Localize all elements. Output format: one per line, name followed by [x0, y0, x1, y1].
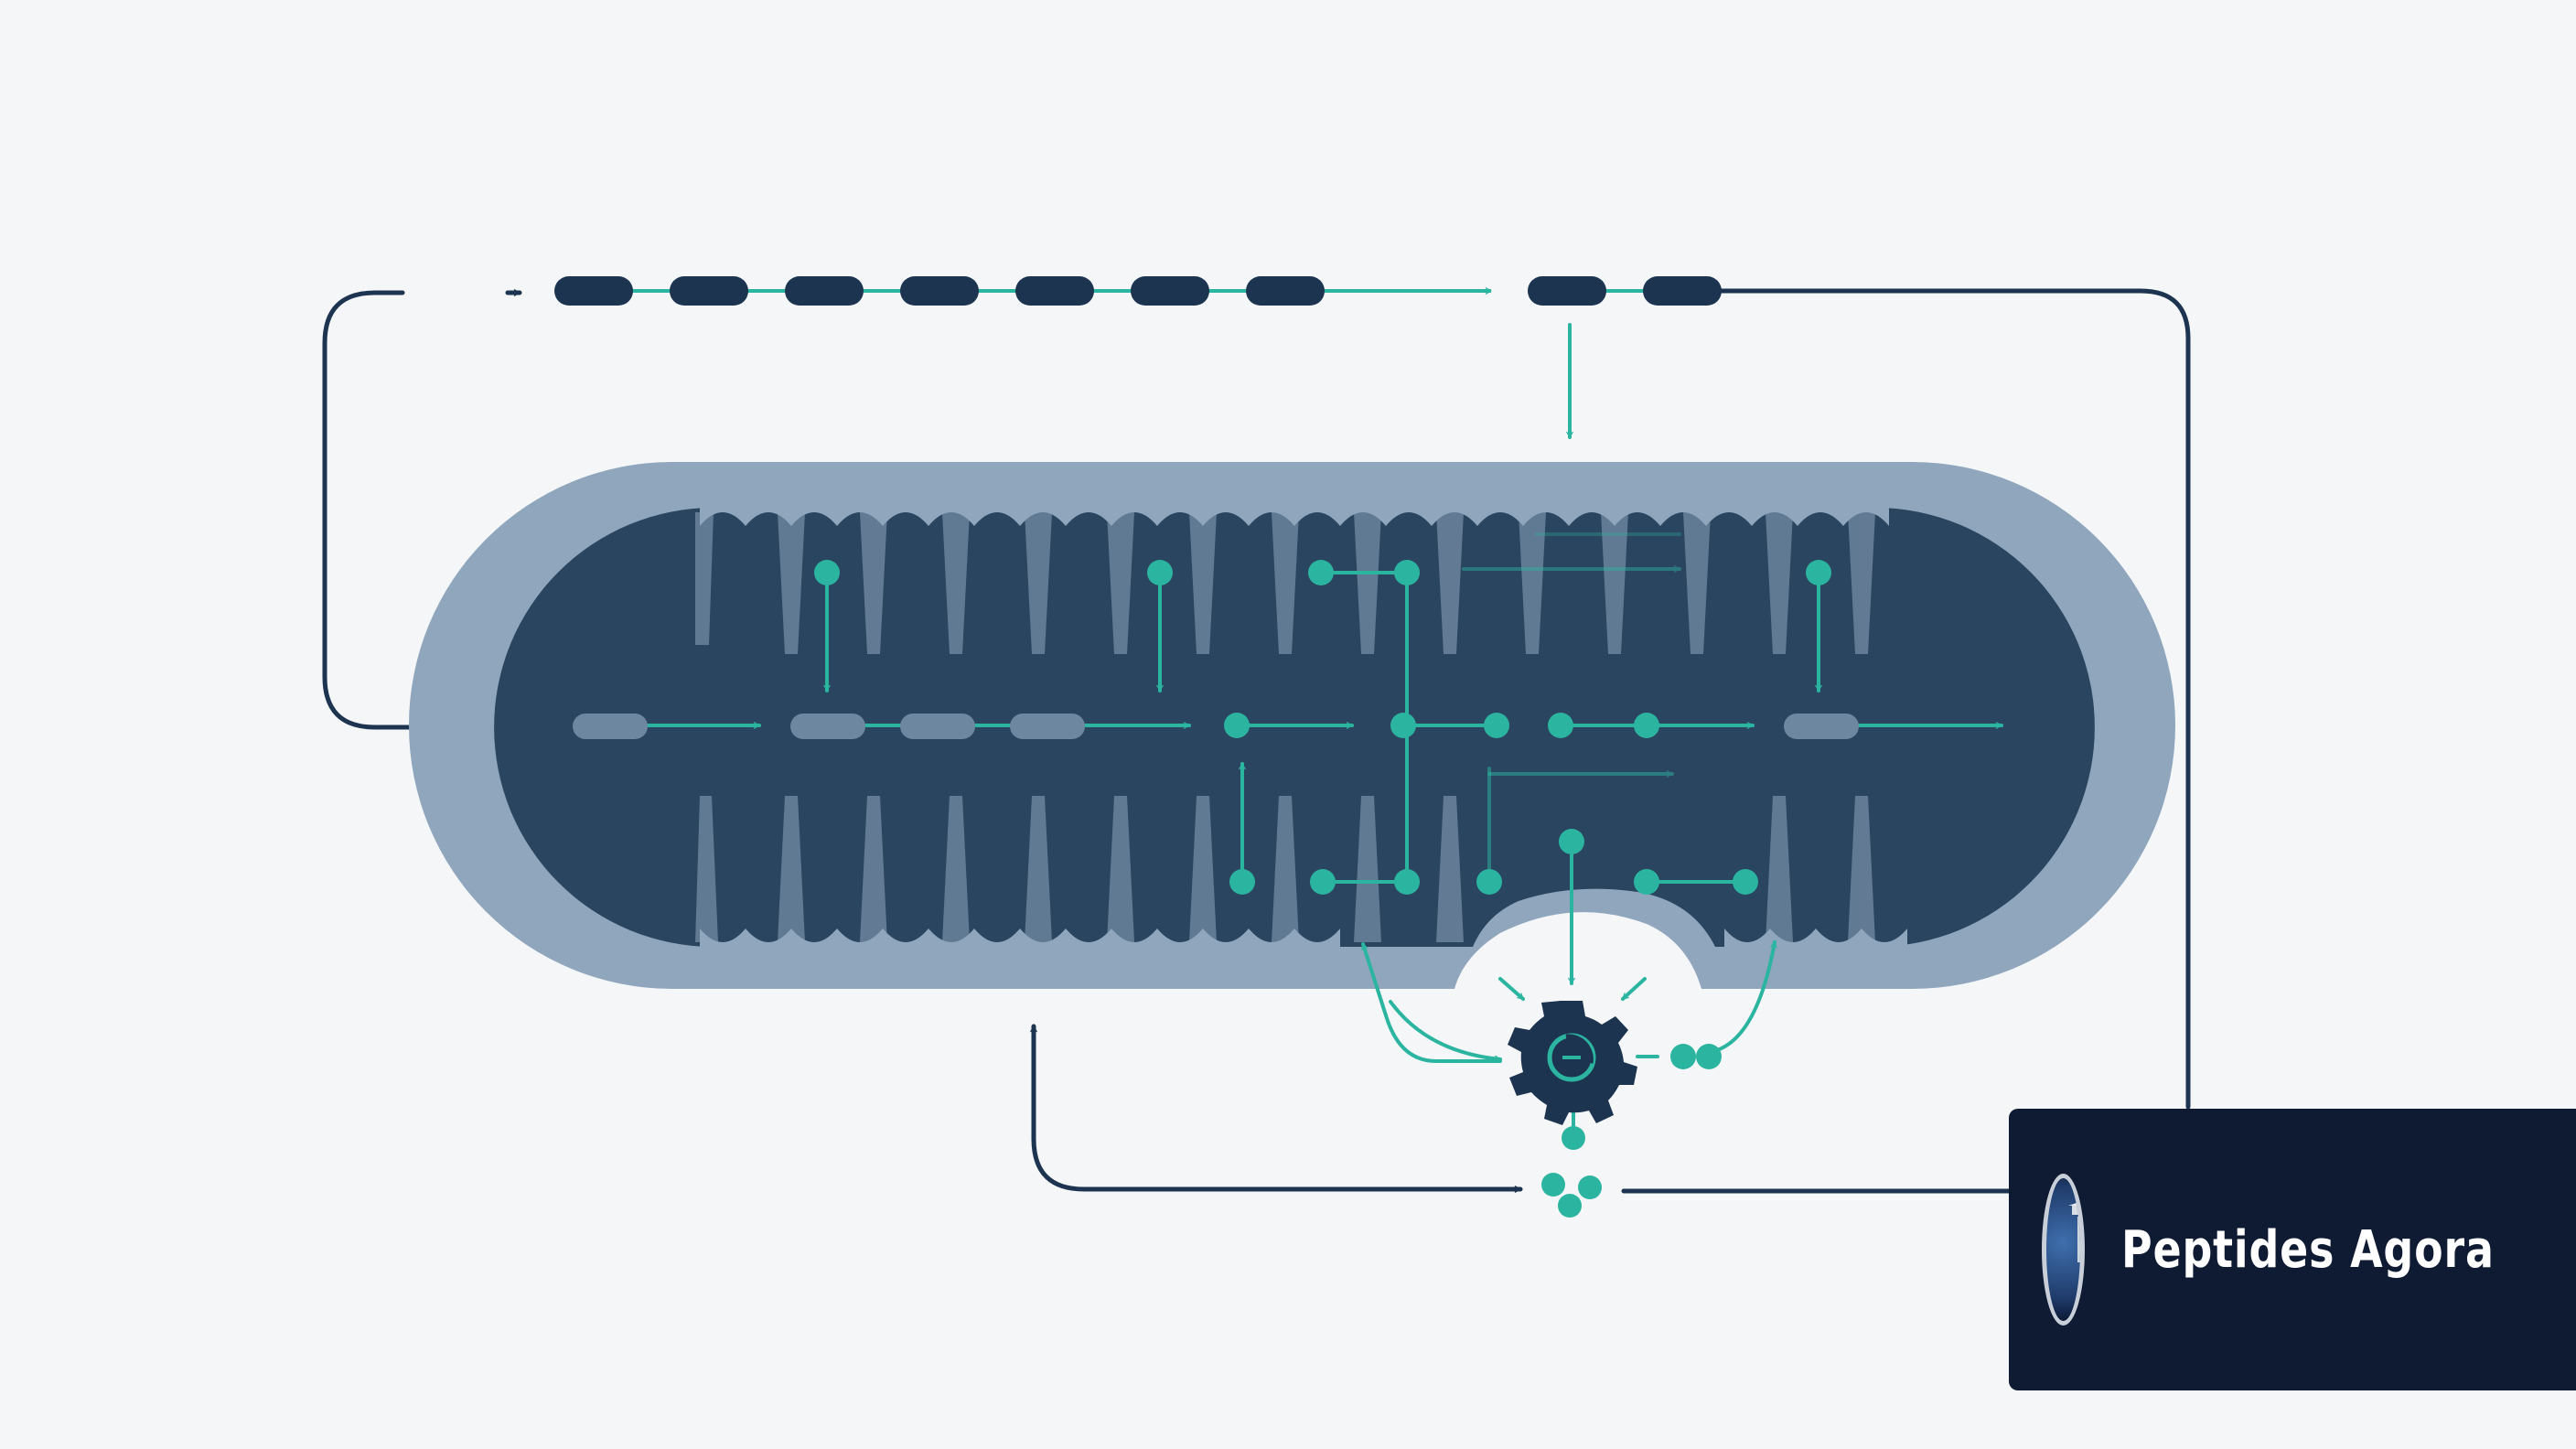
upper-cristae: [695, 512, 1875, 654]
chain-segment: [900, 714, 975, 739]
matrix-chain-segments: [573, 714, 1859, 739]
amino-acid: [1806, 560, 1831, 585]
left-loop-top-arrow: [322, 290, 465, 730]
amino-acid: [1394, 869, 1420, 895]
top-peptide-chain: [554, 276, 1722, 439]
amino-acid: [1308, 560, 1334, 585]
amino-acid: [1578, 1175, 1602, 1199]
amino-acid: [1229, 869, 1255, 895]
chain-segment: [573, 714, 648, 739]
amino-acid: [1541, 1173, 1565, 1197]
bottom-left-return: [1030, 1024, 1512, 1192]
agora-logo-icon: [2042, 1174, 2085, 1326]
chain-segment: [1528, 276, 1606, 306]
released-fragments: [1541, 1044, 1722, 1218]
membrane-scallops-bottom: [700, 928, 1907, 947]
amino-acid: [1559, 829, 1584, 854]
amino-acid: [1634, 713, 1659, 738]
chain-segment: [670, 276, 748, 306]
membrane-scallops-top: [700, 508, 1889, 526]
amino-acid: [1696, 1044, 1722, 1069]
amino-acid: [1147, 560, 1173, 585]
chain-segment: [1131, 276, 1209, 306]
amino-acid: [1562, 1126, 1585, 1150]
chain-segment: [900, 276, 979, 306]
chain-segment: [1246, 276, 1325, 306]
amino-acid: [814, 560, 840, 585]
amino-acid: [1548, 713, 1573, 738]
amino-acid: [1634, 869, 1659, 895]
amino-acid: [1733, 869, 1758, 895]
chain-segment: [554, 276, 633, 306]
brand-name: Peptides Agora: [2120, 1219, 2495, 1280]
amino-acid: [1476, 869, 1502, 895]
amino-acid: [1558, 1194, 1582, 1218]
chain-segment: [1015, 276, 1094, 306]
gear-icon: [1508, 1001, 1637, 1125]
gear-flows: [1361, 940, 1777, 1127]
brand-banner: Peptides Agora: [2009, 1109, 2576, 1390]
right-loop-line: [1717, 288, 2191, 1110]
amino-acid: [1310, 869, 1336, 895]
logo-figure: [2068, 1201, 2080, 1262]
amino-acid: [1484, 713, 1509, 738]
chain-segment: [1784, 714, 1859, 739]
chain-segment: [790, 714, 865, 739]
amino-acid: [1670, 1044, 1696, 1069]
amino-acid: [1224, 713, 1250, 738]
amino-acid-nodes: [814, 560, 1831, 895]
amino-acid: [1390, 713, 1416, 738]
amino-acid: [1394, 560, 1420, 585]
lower-cristae: [695, 796, 1875, 942]
chain-segment: [785, 276, 864, 306]
outer-cycle-lines: [322, 288, 2191, 1194]
inner-membrane-folds: [695, 512, 1875, 942]
chain-segment: [1643, 276, 1722, 306]
chain-segment: [1010, 714, 1085, 739]
